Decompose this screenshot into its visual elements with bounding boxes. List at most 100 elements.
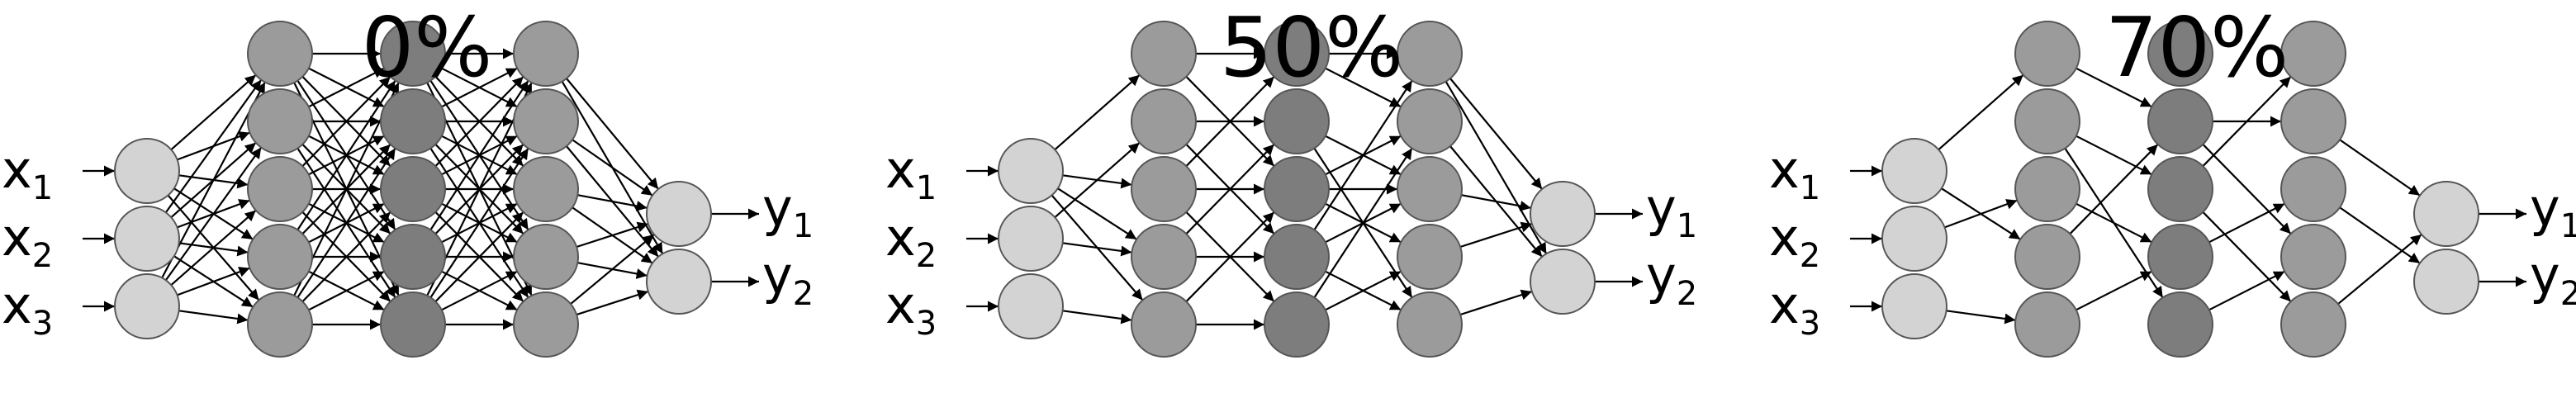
output-label-subscript: 2 bbox=[1677, 275, 1697, 313]
connection-arrow bbox=[434, 211, 524, 302]
hidden-node bbox=[2280, 88, 2346, 154]
input-label-base: x bbox=[2, 140, 32, 200]
connection-arrow bbox=[2076, 135, 2152, 176]
hidden-node bbox=[380, 224, 446, 290]
connection-arrow bbox=[170, 73, 257, 151]
hidden-node bbox=[2014, 224, 2080, 290]
hidden-node bbox=[1397, 224, 1463, 290]
connection-arrow bbox=[308, 67, 385, 108]
output-label-subscript: 2 bbox=[793, 275, 814, 313]
output-node bbox=[646, 181, 712, 247]
connection-arrow bbox=[1313, 80, 1413, 230]
connection-arrow bbox=[1938, 73, 2024, 151]
input-node bbox=[114, 138, 180, 204]
input-node bbox=[998, 138, 1064, 204]
input-label-subscript: 2 bbox=[1800, 237, 1820, 275]
connection-arrow bbox=[1185, 76, 1275, 167]
hidden-node bbox=[1131, 21, 1197, 87]
input-label-subscript: 1 bbox=[1800, 169, 1820, 207]
hidden-node bbox=[2280, 156, 2346, 222]
connection-arrow bbox=[164, 147, 263, 281]
input-label-base: x bbox=[2, 275, 32, 335]
connection-arrow bbox=[1449, 78, 1543, 190]
connection-arrow bbox=[572, 139, 653, 197]
hidden-node bbox=[380, 88, 446, 154]
connection-arrow bbox=[2202, 76, 2292, 167]
output-node bbox=[2413, 181, 2479, 247]
connection-arrow bbox=[2339, 139, 2421, 197]
input-label: x2 bbox=[1769, 207, 1820, 275]
hidden-node bbox=[2147, 88, 2213, 154]
input-label: x2 bbox=[885, 207, 937, 275]
input-label-subscript: 2 bbox=[916, 237, 937, 275]
connection-arrow bbox=[441, 67, 518, 108]
hidden-node bbox=[1131, 88, 1197, 154]
input-label: x1 bbox=[2, 140, 53, 207]
input-label-base: x bbox=[1769, 207, 1800, 268]
connection-arrow bbox=[576, 221, 649, 249]
input-label-subscript: 3 bbox=[916, 305, 937, 343]
connection-arrow bbox=[566, 78, 659, 190]
output-label: y2 bbox=[1646, 245, 1697, 313]
connection-arrow bbox=[164, 79, 263, 213]
input-label-base: x bbox=[885, 207, 916, 268]
connection-arrow bbox=[1325, 270, 1402, 311]
connection-arrow bbox=[2076, 270, 2152, 311]
hidden-node bbox=[2280, 291, 2346, 358]
hidden-node bbox=[380, 291, 446, 358]
connection-arrow bbox=[2064, 148, 2164, 298]
hidden-node bbox=[1264, 291, 1330, 358]
input-label-base: x bbox=[885, 275, 916, 335]
output-label: y2 bbox=[2530, 245, 2576, 313]
output-label: y2 bbox=[762, 245, 814, 313]
hidden-node bbox=[513, 21, 579, 87]
hidden-node bbox=[1264, 88, 1330, 154]
hidden-node bbox=[2147, 21, 2213, 87]
input-node bbox=[1881, 138, 1947, 204]
hidden-node bbox=[1131, 291, 1197, 358]
hidden-node bbox=[2014, 88, 2080, 154]
input-node bbox=[114, 206, 180, 272]
connection-arrow bbox=[178, 310, 249, 325]
input-label-subscript: 2 bbox=[32, 237, 53, 275]
output-label-base: y bbox=[762, 178, 793, 238]
hidden-node bbox=[1264, 224, 1330, 290]
output-node bbox=[1530, 249, 1596, 315]
output-label: y1 bbox=[1646, 178, 1697, 245]
connection-arrow bbox=[308, 270, 385, 311]
connection-arrow bbox=[2202, 144, 2292, 235]
network-title: 50% bbox=[1220, 0, 1403, 96]
connection-arrow bbox=[2076, 67, 2152, 108]
connection-arrow bbox=[1459, 289, 1533, 316]
connection-arrow bbox=[1325, 67, 1402, 108]
connection-arrow bbox=[1062, 310, 1132, 325]
connection-arrow bbox=[1459, 221, 1533, 249]
input-node bbox=[998, 273, 1064, 339]
connection-arrow bbox=[2339, 206, 2421, 264]
input-label-subscript: 3 bbox=[32, 305, 53, 343]
hidden-node bbox=[2147, 291, 2213, 358]
output-label-base: y bbox=[1646, 245, 1677, 306]
connection-arrow bbox=[1445, 81, 1548, 254]
connection-arrow bbox=[177, 267, 250, 296]
connection-arrow bbox=[434, 76, 524, 167]
hidden-node bbox=[2014, 291, 2080, 358]
input-node bbox=[114, 273, 180, 339]
output-node bbox=[646, 249, 712, 315]
hidden-node bbox=[2280, 224, 2346, 290]
output-label-subscript: 2 bbox=[2560, 275, 2576, 313]
connection-arrow bbox=[297, 148, 396, 298]
input-label-base: x bbox=[885, 140, 916, 200]
output-label-subscript: 1 bbox=[1677, 207, 1697, 245]
hidden-node bbox=[247, 21, 313, 87]
connection-arrow bbox=[576, 289, 649, 316]
hidden-node bbox=[1397, 291, 1463, 358]
hidden-node bbox=[2280, 21, 2346, 87]
hidden-node bbox=[513, 156, 579, 222]
connection-arrow bbox=[1313, 148, 1413, 298]
hidden-node bbox=[1397, 156, 1463, 222]
connection-arrow bbox=[2202, 211, 2292, 302]
input-label: x3 bbox=[885, 275, 937, 343]
